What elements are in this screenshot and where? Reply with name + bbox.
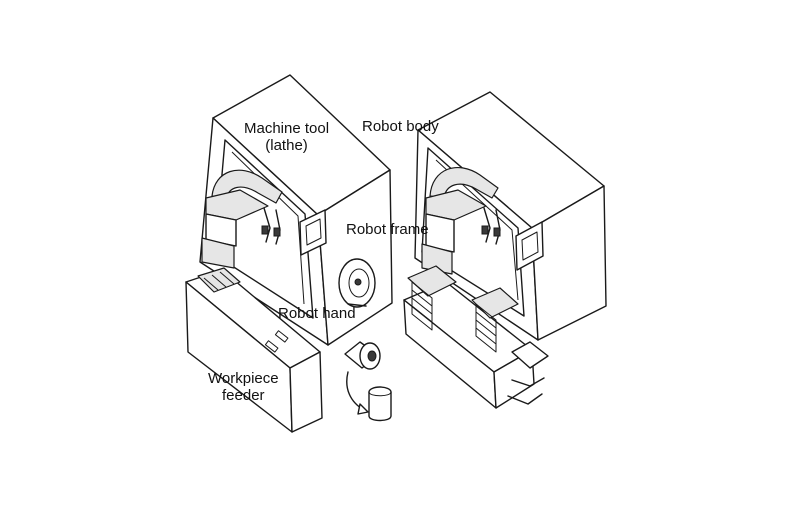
left-robot-arm (201, 169, 283, 269)
right-workpiece-feeder (403, 265, 549, 409)
robot-frame-part (338, 258, 376, 308)
label-robot-frame: Robot frame (346, 221, 429, 238)
right-robot-arm (421, 167, 501, 275)
left-workpiece-feeder (185, 267, 323, 433)
label-machine-tool-line2: (lathe) (265, 137, 308, 154)
label-robot-hand: Robot hand (278, 305, 356, 322)
label-machine-tool: Machine tool (lathe) (244, 120, 329, 154)
label-workpiece-feeder-line1: Workpiece (208, 370, 279, 387)
label-workpiece-feeder-line2: feeder (222, 387, 265, 404)
label-workpiece-feeder: Workpiece feeder (208, 370, 279, 404)
label-machine-tool-line1: Machine tool (244, 120, 330, 137)
label-robot-body: Robot body (362, 118, 439, 135)
robot-hand-part (344, 341, 392, 422)
